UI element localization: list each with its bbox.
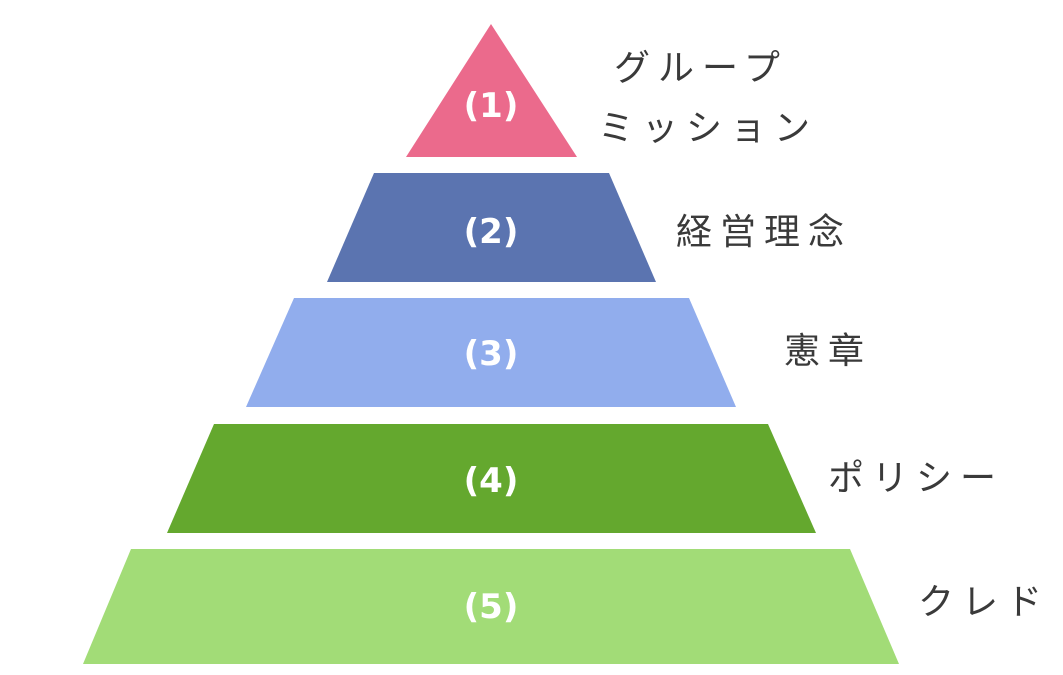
level-5-label: クレド [918, 582, 1050, 623]
level-2-label: 経営理念 [676, 212, 852, 253]
level-3-shape [246, 298, 736, 407]
level-4-label: ポリシー [828, 458, 1004, 499]
level-2-number: (2) [464, 212, 519, 252]
level-2-shape [327, 173, 656, 282]
level-5-shape [83, 549, 899, 664]
level-1-label: グループ ミッション [598, 48, 818, 149]
pyramid-level-2: (2) [327, 173, 656, 282]
level-1-number: (1) [464, 86, 519, 126]
level-1-label-line-1: グループ [614, 48, 788, 89]
level-1-shape [406, 24, 577, 157]
pyramid-level-3: (3) [246, 298, 736, 407]
pyramid-level-5: (5) [83, 549, 899, 664]
pyramid-level-4: (4) [167, 424, 816, 533]
level-1-label-line-2: ミッション [598, 108, 818, 149]
level-3-label: 憲章 [784, 331, 872, 372]
level-3-number: (3) [464, 334, 519, 374]
level-4-number: (4) [464, 461, 519, 501]
pyramid-level-1: (1) [406, 24, 577, 157]
level-5-number: (5) [464, 587, 519, 627]
level-4-shape [167, 424, 816, 533]
